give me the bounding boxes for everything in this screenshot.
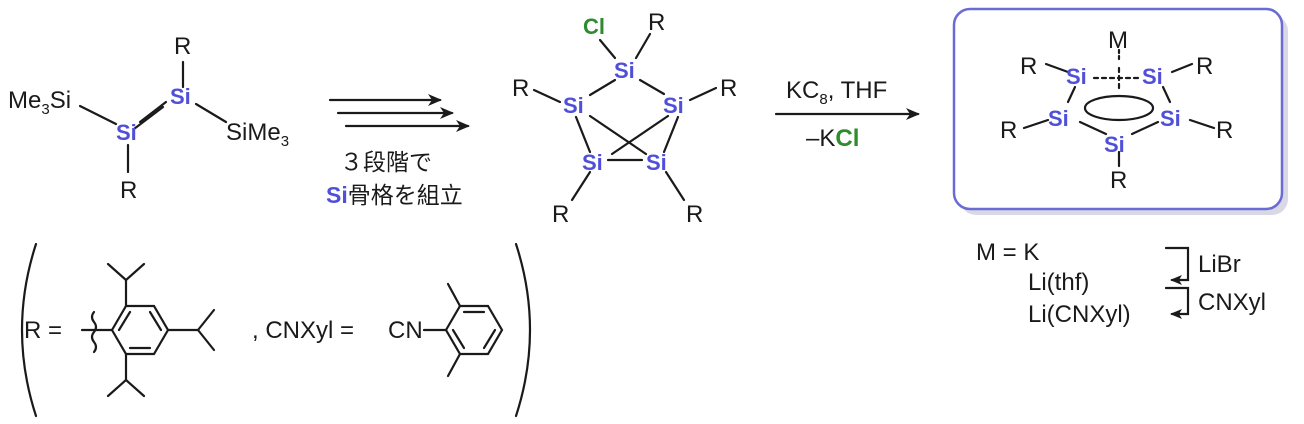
product-si-2: Si [1142,64,1163,89]
metal-reagent-cnxyl: CNXyl [1198,289,1266,316]
bicyclo-si-right: Si [663,93,684,118]
disilene-si-left: Si [116,120,137,145]
product-metal: M [1108,27,1128,54]
bicyclo-si-top: Si [614,58,635,83]
product-si-1: Si [1066,64,1087,89]
reduction-reagent: KC8, THF [786,77,887,108]
bicyclic-pentasilane: Cl R Si Si Si Si Si R R R R [512,9,737,228]
legend-right-paren [514,242,532,418]
product-r-5: R [1110,167,1127,194]
bicyclo-r-bottom-right: R [686,201,703,228]
bicyclo-r-right: R [720,75,737,102]
disilene-left-si-text: Si [50,87,71,114]
bicyclo-si-left: Si [563,93,584,118]
bicyclo-bonds [532,32,718,202]
disilene-bonds [78,60,228,174]
disilene-r-top: R [174,33,191,60]
metal-line-li-thf: Li(thf) [1028,269,1089,296]
bicyclo-cl: Cl [583,14,605,39]
tipp-aryl [106,262,216,398]
substituent-legend: R = , CNXyl = CN [20,242,532,418]
product-r-1: R [1020,53,1037,80]
legend-r-label: R = [24,317,62,344]
legend-cn-label: CN [388,317,423,344]
disilene-right-substituent: SiMe3 [226,119,289,150]
product-box: M Si Si Si Si Si R R R R R [952,7,1288,215]
attachment-wavy-line [90,310,98,354]
product-r-2: R [1196,53,1213,80]
metal-line-li-cnxyl: Li(CNXyl) [1028,301,1131,328]
multi-step-arrow [328,94,470,132]
legend-cnxyl-label: , CNXyl = [252,317,354,344]
product-r-3: R [1000,117,1017,144]
product-r-4: R [1216,117,1233,144]
product-si-3: Si [1048,106,1069,131]
metal-reagent-libr: LiBr [1198,251,1241,278]
product-si-5: Si [1104,132,1125,157]
disilene-si-right: Si [170,84,191,109]
step1-caption-line2: Si骨格を組立 [326,182,463,209]
step1-caption-line1: ３段階で [340,150,432,176]
bicyclo-r-bottom-left: R [552,201,569,228]
legend-left-paren [20,242,38,418]
bicyclo-r-left: R [512,75,529,102]
bicyclo-r-top: R [648,9,665,36]
product-si-4: Si [1160,106,1181,131]
bicyclo-si-bottom-left: Si [582,150,603,175]
bicyclo-si-bottom-right: Si [646,150,667,175]
product-bonds [1022,48,1216,168]
metal-line-k: M = K [976,239,1039,266]
metal-variants: M = K Li(thf) Li(CNXyl) LiBr CNXyl [976,239,1266,328]
xylyl-ring [422,282,504,378]
disilene-left-substituent: Me3Si [8,87,71,118]
disilene-r-bottom: R [120,177,137,204]
reduction-byproduct: –KCl [806,125,859,152]
disilene-starting-material: Me3Si Si Si SiMe3 R R [8,33,289,204]
